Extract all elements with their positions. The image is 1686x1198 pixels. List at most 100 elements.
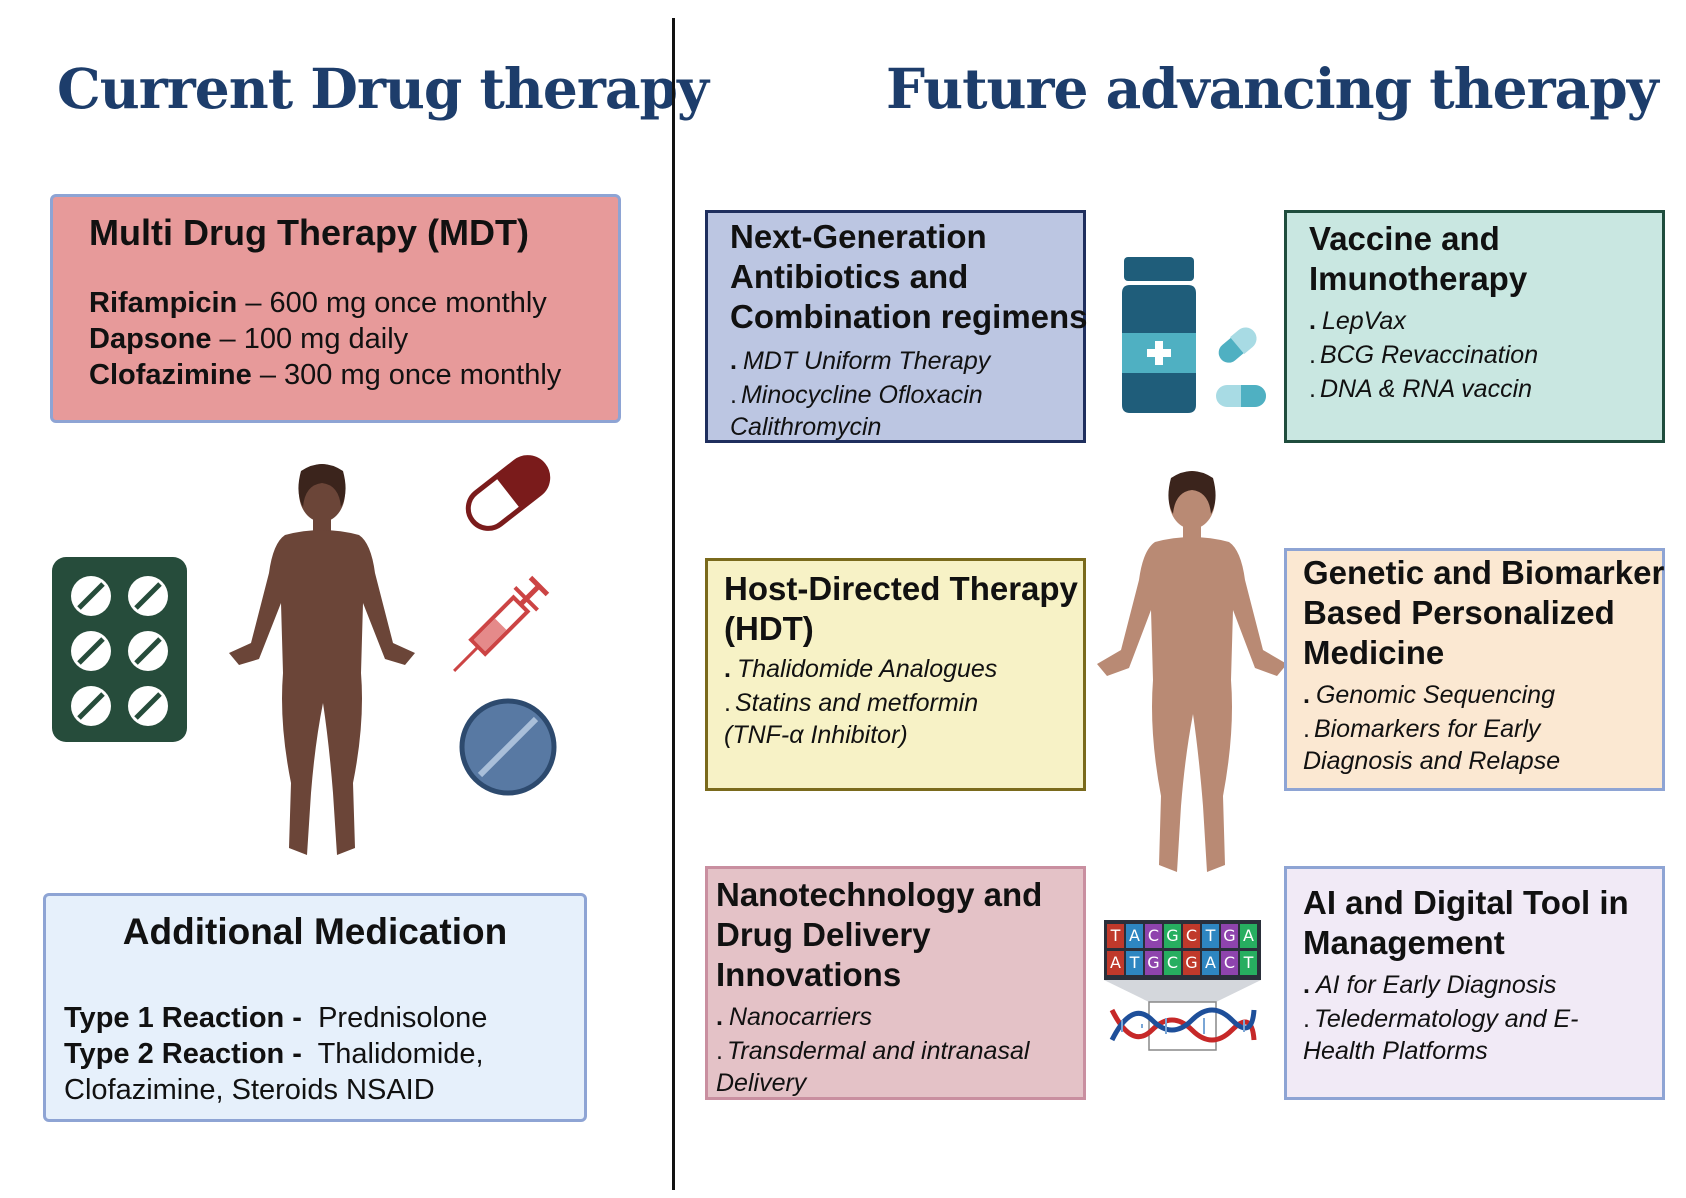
antibiotics-title-line: Combination regimens <box>730 298 1088 335</box>
reaction-label: Type 2 Reaction - <box>64 1038 302 1070</box>
nano-item: .Transdermal and intranasal <box>716 1037 1030 1065</box>
nano-item-text: Nanocarriers <box>728 1003 873 1031</box>
drug-name: Clofazimine <box>89 359 252 391</box>
nano-item: .Nanocarriers <box>716 1003 873 1031</box>
nucleotide-letter: G <box>1164 924 1181 948</box>
ai-item: Health Platforms <box>1303 1037 1488 1065</box>
vaccine-item-text: DNA & RNA vaccin <box>1319 375 1533 403</box>
hdt-item: .Thalidomide Analogues <box>724 655 998 683</box>
human-figure-right <box>1097 471 1287 872</box>
ai-title-line: Management <box>1303 924 1505 961</box>
hdt-title-line: (HDT) <box>724 610 814 647</box>
hdt-box: Host-Directed Therapy (HDT) .Thalidomide… <box>705 558 1086 791</box>
nanotechnology-box: Nanotechnology and Drug Delivery Innovat… <box>705 866 1086 1100</box>
vaccine-box: Vaccine and Imunotherapy .LepVax .BCG Re… <box>1284 210 1665 443</box>
nano-title-line: Drug Delivery <box>716 916 931 953</box>
genetic-item-text: Genomic Sequencing <box>1315 681 1555 709</box>
additional-medication-box: Additional Medication Type 1 Reaction - … <box>43 893 587 1122</box>
genetic-item: .Biomarkers for Early <box>1303 715 1541 743</box>
antibiotics-title-line: Next-Generation <box>730 218 987 255</box>
drug-name: Rifampicin <box>89 287 238 319</box>
antibiotics-item: Calithromycin <box>730 413 882 441</box>
nucleotide-letter: T <box>1107 924 1124 948</box>
genetic-title-line: Based Personalized <box>1303 594 1615 631</box>
mdt-drug-row: Dapsone – 100 mg daily <box>89 321 408 357</box>
reaction-label: Type 1 Reaction - <box>64 1002 302 1034</box>
genetic-title-line: Medicine <box>1303 634 1445 671</box>
antibiotics-item: .MDT Uniform Therapy <box>730 347 991 375</box>
ai-item-text: AI for Early Diagnosis <box>1315 971 1557 999</box>
nucleotide-letter: C <box>1221 951 1238 975</box>
antibiotics-item-text: MDT Uniform Therapy <box>742 347 991 375</box>
nucleotide-letter: G <box>1145 951 1162 975</box>
nucleotide-letter: T <box>1202 924 1219 948</box>
vaccine-title-line: Imunotherapy <box>1309 260 1528 297</box>
genetic-box: Genetic and Biomarker Based Personalized… <box>1284 548 1665 791</box>
medicine-bottle-icon <box>1122 257 1266 413</box>
dna-helix-icon <box>1104 980 1261 1051</box>
genetic-title-line: Genetic and Biomarker <box>1303 554 1665 591</box>
ai-item-text: Teledermatology and E- <box>1313 1005 1579 1033</box>
nano-item: Delivery <box>716 1069 807 1097</box>
hdt-item-text: Statins and metformin <box>734 689 979 717</box>
nucleotide-letter: C <box>1145 924 1162 948</box>
blister-pack-icon <box>52 557 187 742</box>
ai-item: .Teledermatology and E- <box>1303 1005 1579 1033</box>
hdt-item: .Statins and metformin <box>724 689 979 717</box>
ai-item: .AI for Early Diagnosis <box>1303 971 1557 999</box>
mdt-title: Multi Drug Therapy (MDT) <box>89 212 529 253</box>
nucleotide-letter: T <box>1126 951 1143 975</box>
capsule-icon <box>465 455 551 531</box>
mdt-box: Multi Drug Therapy (MDT) Rifampicin – 60… <box>50 194 621 423</box>
genetic-item: Diagnosis and Relapse <box>1303 747 1561 775</box>
mdt-drug-row: Clofazimine – 300 mg once monthly <box>89 357 561 393</box>
column-divider <box>672 18 675 1190</box>
mdt-drug-row: Rifampicin – 600 mg once monthly <box>89 285 547 321</box>
current-therapy-heading: Current Drug therapy <box>57 56 709 121</box>
reaction-row: Type 2 Reaction - Thalidomide, <box>64 1036 484 1072</box>
nano-title-line: Nanotechnology and <box>716 876 1043 913</box>
sequence-row-bottom: A T G C G A C T <box>1107 951 1258 975</box>
nucleotide-letter: G <box>1221 924 1238 948</box>
drug-dose: – 300 mg once monthly <box>259 359 562 391</box>
nucleotide-letter: A <box>1202 951 1219 975</box>
reaction-continuation: Clofazimine, Steroids NSAID <box>64 1074 435 1106</box>
genetic-item: .Genomic Sequencing <box>1303 681 1555 709</box>
vaccine-item: .BCG Revaccination <box>1309 341 1539 369</box>
antibiotics-box: Next-Generation Antibiotics and Combinat… <box>705 210 1088 443</box>
antibiotics-item-text: Minocycline Ofloxacin <box>740 381 983 409</box>
vaccine-title-line: Vaccine and <box>1309 220 1500 257</box>
human-figure-left <box>229 464 415 855</box>
nucleotide-letter: C <box>1164 951 1181 975</box>
sequence-panel: T A C G C T G A A T G C G A C T <box>1104 920 1261 980</box>
reaction-drug: Thalidomide, <box>317 1038 484 1070</box>
sequence-row-top: T A C G C T G A <box>1107 924 1258 948</box>
antibiotics-title-line: Antibiotics and <box>730 258 969 295</box>
nucleotide-letter: A <box>1240 924 1257 948</box>
dna-sequencing-icon: T A C G C T G A A T G C G A C T <box>1104 920 1261 1060</box>
nucleotide-letter: T <box>1240 951 1257 975</box>
nucleotide-letter: A <box>1107 951 1124 975</box>
reaction-row: Type 1 Reaction - Prednisolone <box>64 1000 487 1036</box>
reaction-drug: Prednisolone <box>318 1002 488 1034</box>
syringe-icon <box>453 575 550 672</box>
vaccine-item-text: LepVax <box>1321 307 1406 335</box>
vaccine-item-text: BCG Revaccination <box>1319 341 1539 369</box>
vaccine-item: .DNA & RNA vaccin <box>1309 375 1533 403</box>
future-therapy-heading: Future advancing therapy <box>886 56 1659 121</box>
nucleotide-letter: G <box>1183 951 1200 975</box>
ai-digital-box: AI and Digital Tool in Management .AI fo… <box>1284 866 1665 1100</box>
nucleotide-letter: A <box>1126 924 1143 948</box>
tablet-icon <box>459 698 557 796</box>
hdt-title-line: Host-Directed Therapy <box>724 570 1078 607</box>
antibiotics-item: .Minocycline Ofloxacin <box>730 381 983 409</box>
hdt-item-text: Thalidomide Analogues <box>736 655 998 683</box>
drug-dose: – 100 mg daily <box>219 323 409 355</box>
drug-name: Dapsone <box>89 323 212 355</box>
additional-medication-title: Additional Medication <box>122 911 508 952</box>
nano-item-text: Transdermal and intranasal <box>726 1037 1030 1065</box>
vaccine-item: .LepVax <box>1309 307 1406 335</box>
genetic-item-text: Biomarkers for Early <box>1313 715 1541 743</box>
drug-dose: – 600 mg once monthly <box>245 287 547 319</box>
hdt-item: (TNF-α Inhibitor) <box>724 721 908 749</box>
